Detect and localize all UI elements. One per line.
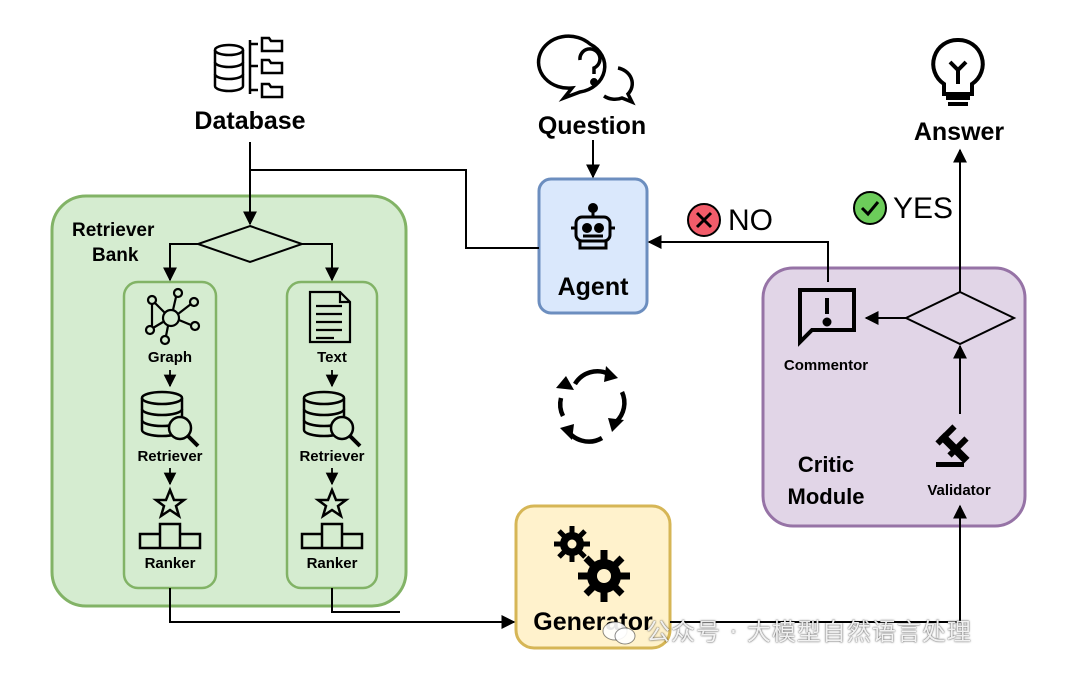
robot-icon <box>571 203 615 250</box>
agent-box[interactable] <box>537 177 649 315</box>
connector-agent-database <box>250 169 539 249</box>
watermark: 公众号 · 大模型自然语言处理 <box>602 612 972 647</box>
alert-bubble-icon <box>798 288 856 347</box>
database-icon <box>213 36 284 99</box>
retriever-decision-diamond <box>194 224 306 264</box>
ranker-label-right: Ranker <box>306 555 358 572</box>
graph-label: Graph <box>147 349 193 366</box>
critic-module-label-line1: Critic <box>797 452 855 477</box>
watermark-text: 公众号 · 大模型自然语言处理 <box>646 618 972 646</box>
podium-star-icon-right <box>300 486 364 550</box>
gears-icon <box>554 526 630 602</box>
wechat-icon <box>602 621 636 645</box>
database-label: Database <box>194 107 306 135</box>
critic-module-label-line2: Module <box>787 484 865 509</box>
validator-label: Validator <box>927 482 991 499</box>
refresh-cycle-icon <box>556 366 627 444</box>
connector-generator-validator <box>670 504 967 623</box>
ranker-label-left: Ranker <box>144 555 196 572</box>
generator-label[interactable]: Generator <box>533 608 653 636</box>
retriever-label-right: Retriever <box>299 448 365 465</box>
question-chat-icon <box>536 34 636 106</box>
database-search-icon-right <box>302 390 362 448</box>
retriever-bank-label-line1: Retriever <box>72 220 155 241</box>
agent-label[interactable]: Agent <box>557 273 629 301</box>
retriever-bank-label-line2: Bank <box>92 245 139 266</box>
graph-network-icon <box>144 287 201 346</box>
question-label: Question <box>537 112 647 140</box>
critic-decision-diamond <box>903 290 1017 346</box>
commentor-label: Commentor <box>783 357 869 374</box>
connector-ranker-left-generator <box>169 588 516 629</box>
yes-decision-label: YES <box>893 192 954 225</box>
no-decision-label: NO <box>728 204 773 237</box>
connector-commentor-agent <box>647 235 829 282</box>
text-label: Text <box>317 349 347 366</box>
gavel-icon <box>935 424 970 467</box>
podium-star-icon-left <box>138 486 202 550</box>
document-icon <box>308 290 352 344</box>
database-search-icon-left <box>140 390 200 448</box>
lightbulb-icon <box>931 37 985 106</box>
connector-diamond-text <box>302 243 339 282</box>
answer-label: Answer <box>913 118 1005 146</box>
connector-diamond-graph <box>163 243 198 282</box>
no-badge-icon <box>687 203 721 237</box>
retriever-label-left: Retriever <box>137 448 203 465</box>
yes-badge-icon <box>853 191 887 225</box>
connector-ranker-right-generator <box>331 588 400 613</box>
